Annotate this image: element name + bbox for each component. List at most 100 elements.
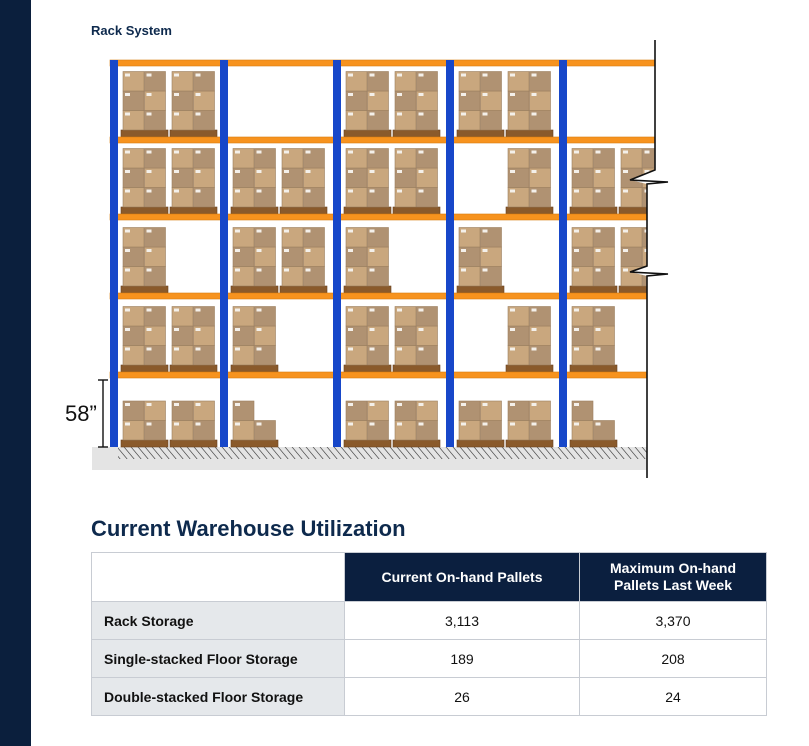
- pallet: [343, 206, 392, 215]
- box-label: [125, 328, 130, 331]
- beam: [109, 292, 655, 300]
- box-label: [174, 403, 179, 406]
- box-label: [644, 268, 650, 272]
- box-label: [574, 268, 579, 272]
- box-label: [348, 328, 353, 331]
- box-label: [235, 268, 240, 272]
- box-label: [146, 170, 152, 173]
- box-label: [146, 347, 152, 351]
- pallet: [456, 439, 505, 448]
- box-label: [418, 150, 424, 154]
- box: [642, 266, 655, 287]
- current-value: 26: [344, 677, 580, 716]
- box-label: [461, 93, 466, 96]
- pallet: [230, 206, 279, 215]
- box-label: [305, 249, 311, 252]
- box-label: [235, 150, 240, 154]
- header-max-last-week: Maximum On-hand Pallets Last Week: [579, 552, 767, 602]
- box-label: [284, 268, 289, 272]
- box-label: [531, 403, 537, 406]
- box-label: [348, 73, 353, 77]
- box-label: [195, 347, 201, 351]
- pallet: [120, 439, 169, 448]
- pallet: [456, 129, 505, 138]
- box-label: [369, 249, 375, 252]
- rack-system-title: Rack System: [91, 23, 172, 38]
- box-label: [461, 249, 466, 252]
- row-label: Double-stacked Floor Storage: [91, 677, 345, 716]
- box-label: [125, 308, 130, 312]
- box-label: [369, 308, 375, 312]
- box-label: [146, 308, 152, 312]
- box-label: [510, 150, 515, 154]
- height-label: 58”: [65, 401, 97, 426]
- pallet: [505, 364, 554, 373]
- box-label: [644, 170, 650, 173]
- box-label: [595, 328, 601, 331]
- box-label: [256, 422, 262, 426]
- box-label: [348, 189, 353, 193]
- box-label: [256, 150, 262, 154]
- box-label: [146, 229, 152, 233]
- max-value: 208: [579, 639, 767, 678]
- box-label: [174, 112, 179, 116]
- box-label: [235, 308, 240, 312]
- box-label: [348, 403, 353, 406]
- box-label: [146, 249, 152, 252]
- pallet: [120, 206, 169, 215]
- max-value: 3,370: [579, 601, 767, 640]
- box-label: [418, 93, 424, 96]
- box-label: [531, 150, 537, 154]
- box-label: [397, 347, 402, 351]
- box-label: [348, 93, 353, 96]
- row-label: Rack Storage: [91, 601, 345, 640]
- beam: [109, 136, 655, 144]
- box-label: [348, 422, 353, 426]
- beam: [109, 213, 655, 221]
- box-label: [146, 150, 152, 154]
- box-label: [284, 170, 289, 173]
- box-label: [195, 328, 201, 331]
- box-label: [146, 328, 152, 331]
- pallet: [169, 364, 218, 373]
- box-label: [125, 73, 130, 77]
- pallet: [392, 364, 441, 373]
- box-label: [235, 347, 240, 351]
- box-label: [369, 93, 375, 96]
- pallet: [456, 285, 505, 294]
- box-label: [397, 422, 402, 426]
- box-label: [348, 249, 353, 252]
- box-label: [125, 249, 130, 252]
- box-label: [256, 268, 262, 272]
- box-label: [348, 308, 353, 312]
- box-label: [595, 170, 601, 173]
- pallet: [505, 439, 554, 448]
- box-label: [574, 229, 579, 233]
- pallet: [230, 285, 279, 294]
- box-label: [397, 189, 402, 193]
- box-label: [531, 189, 537, 193]
- box-label: [595, 189, 601, 193]
- beam: [109, 59, 655, 67]
- box-label: [482, 112, 488, 116]
- pallet: [169, 129, 218, 138]
- box-label: [595, 229, 601, 233]
- box-label: [623, 150, 628, 154]
- box-label: [348, 150, 353, 154]
- box-label: [510, 170, 515, 173]
- box-label: [510, 347, 515, 351]
- box-label: [510, 308, 515, 312]
- box-label: [146, 73, 152, 77]
- pallet: [169, 206, 218, 215]
- box-label: [482, 249, 488, 252]
- pallet: [120, 285, 169, 294]
- utilization-table: Current On-hand Pallets Maximum On-hand …: [91, 552, 767, 716]
- box-label: [623, 229, 628, 233]
- box-label: [256, 308, 262, 312]
- box-label: [235, 170, 240, 173]
- box-label: [125, 93, 130, 96]
- box-label: [235, 328, 240, 331]
- box-label: [125, 189, 130, 193]
- box-label: [125, 268, 130, 272]
- box-label: [461, 268, 466, 272]
